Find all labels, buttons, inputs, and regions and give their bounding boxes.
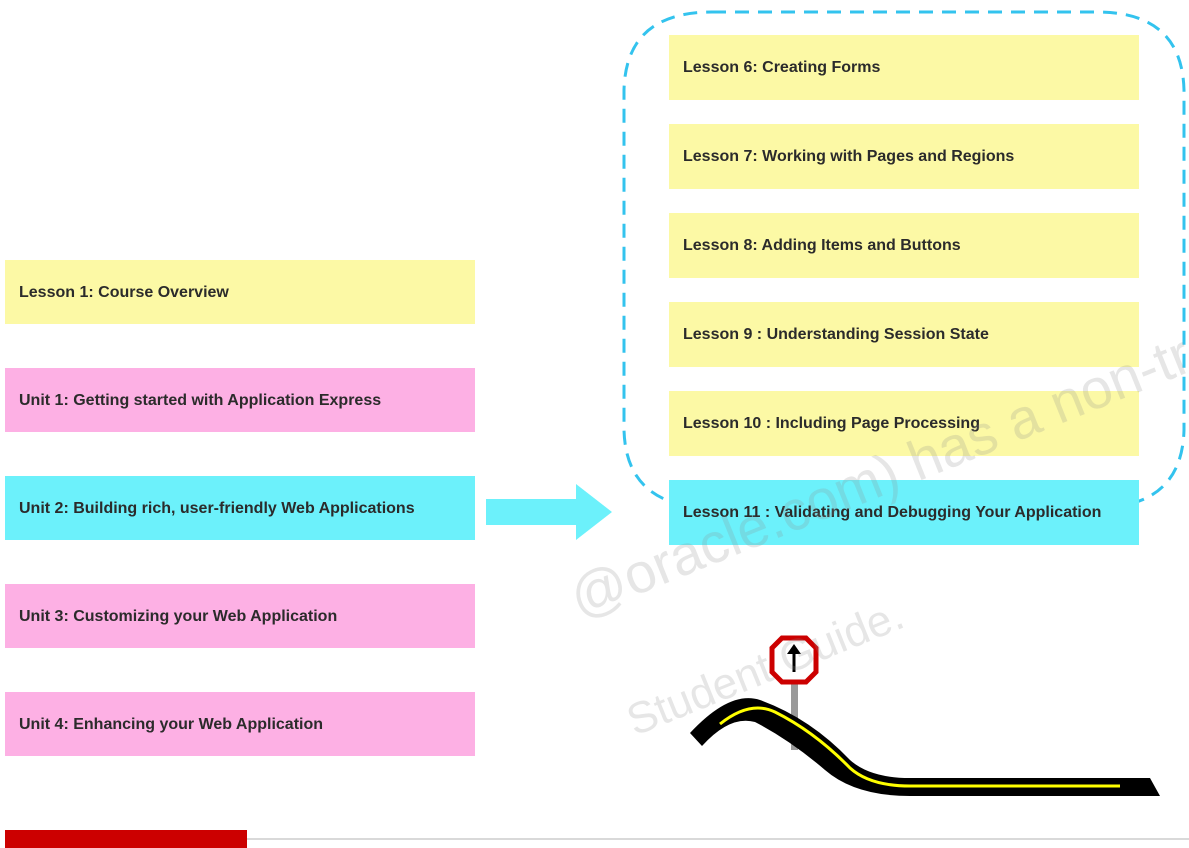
lesson-6-label: Lesson 6: Creating Forms bbox=[683, 59, 881, 76]
lesson-9-box: Lesson 9 : Understanding Session State bbox=[669, 302, 1139, 367]
lesson-10-label: Lesson 10 : Including Page Processing bbox=[683, 415, 980, 432]
lesson-1-box: Lesson 1: Course Overview bbox=[5, 260, 475, 324]
footer-divider bbox=[247, 838, 1189, 840]
lesson-7-label: Lesson 7: Working with Pages and Regions bbox=[683, 148, 1015, 165]
lesson-8-label: Lesson 8: Adding Items and Buttons bbox=[683, 237, 961, 254]
lesson-6-box: Lesson 6: Creating Forms bbox=[669, 35, 1139, 100]
unit-1-box: Unit 1: Getting started with Application… bbox=[5, 368, 475, 432]
unit-2-box: Unit 2: Building rich, user-friendly Web… bbox=[5, 476, 475, 540]
right-arrow-icon bbox=[486, 484, 612, 540]
footer-accent-bar bbox=[5, 830, 247, 848]
unit-4-box: Unit 4: Enhancing your Web Application bbox=[5, 692, 475, 756]
lesson-1-label: Lesson 1: Course Overview bbox=[19, 283, 229, 301]
sign-pole bbox=[791, 680, 798, 750]
lesson-8-box: Lesson 8: Adding Items and Buttons bbox=[669, 213, 1139, 278]
lesson-11-label: Lesson 11 : Validating and Debugging You… bbox=[683, 504, 1102, 521]
unit-1-label: Unit 1: Getting started with Application… bbox=[19, 391, 382, 409]
unit-4-label: Unit 4: Enhancing your Web Application bbox=[19, 715, 324, 733]
arrow-up-sign-icon bbox=[769, 635, 819, 685]
lesson-9-label: Lesson 9 : Understanding Session State bbox=[683, 326, 989, 343]
lesson-7-box: Lesson 7: Working with Pages and Regions bbox=[669, 124, 1139, 189]
unit-3-label: Unit 3: Customizing your Web Application bbox=[19, 607, 338, 625]
lesson-10-box: Lesson 10 : Including Page Processing bbox=[669, 391, 1139, 456]
lesson-11-box: Lesson 11 : Validating and Debugging You… bbox=[669, 480, 1139, 545]
unit-2-label: Unit 2: Building rich, user-friendly Web… bbox=[19, 499, 415, 517]
unit-3-box: Unit 3: Customizing your Web Application bbox=[5, 584, 475, 648]
road-illustration bbox=[690, 635, 1160, 796]
